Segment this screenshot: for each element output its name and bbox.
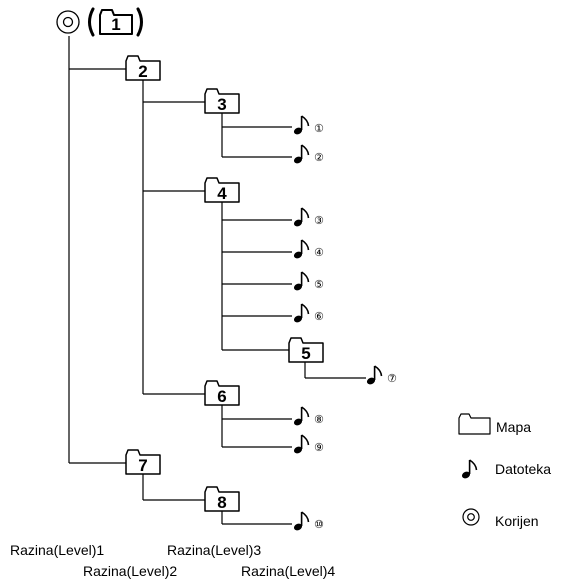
folder-number: 2 [138, 62, 147, 81]
level-4-label: Razina(Level)4 [241, 563, 336, 579]
file-number: ⑤ [314, 278, 324, 291]
legend-root-disc-icon [462, 508, 480, 526]
folder-7: 7 [125, 449, 161, 475]
root-folder: 1 [88, 7, 143, 37]
file-1: ① [292, 115, 324, 137]
file-number: ① [314, 122, 324, 135]
file-number: ④ [314, 246, 324, 259]
level-2-label: Razina(Level)2 [83, 563, 178, 579]
folder-number: 7 [138, 456, 147, 475]
file-number: ⑥ [314, 310, 324, 323]
music-note-icon [292, 303, 310, 325]
file-6: ⑥ [292, 303, 324, 325]
file-9: ⑨ [292, 434, 324, 456]
music-note-icon [292, 239, 310, 261]
music-note-icon [365, 365, 383, 387]
folder-number: 5 [301, 344, 310, 363]
music-note-icon [292, 144, 310, 166]
music-note-icon [292, 115, 310, 137]
folder-5: 5 [288, 337, 324, 363]
music-note-icon [292, 406, 310, 428]
legend-folder-icon [458, 413, 491, 435]
file-2: ② [292, 144, 324, 166]
file-number: ⑩ [314, 518, 324, 531]
folder-icon [99, 9, 133, 35]
file-8: ⑧ [292, 406, 324, 428]
file-number: ⑨ [314, 441, 324, 454]
music-note-icon [292, 207, 310, 229]
folder-4: 4 [204, 177, 240, 203]
file-5: ⑤ [292, 271, 324, 293]
file-number: ⑦ [387, 372, 397, 385]
level-1-label: Razina(Level)1 [10, 542, 105, 558]
root-folder-number: 1 [111, 15, 120, 34]
music-note-icon [292, 271, 310, 293]
folder-number: 8 [217, 493, 226, 512]
file-number: ② [314, 151, 324, 164]
file-10: ⑩ [292, 511, 324, 533]
legend-folder-label: Mapa [496, 419, 532, 435]
folder-3: 3 [204, 88, 240, 114]
file-4: ④ [292, 239, 324, 261]
tree-lines [68, 36, 366, 525]
folder-2: 2 [125, 55, 161, 81]
file-number: ⑧ [314, 413, 324, 426]
folder-number: 4 [217, 184, 227, 203]
file-number: ③ [314, 214, 324, 227]
music-note-icon [292, 434, 310, 456]
folder-8: 8 [204, 486, 240, 512]
file-7: ⑦ [365, 365, 397, 387]
file-3: ③ [292, 207, 324, 229]
folder-number: 6 [217, 387, 226, 406]
legend-music-note-icon [460, 459, 478, 481]
legend-file-label: Datoteka [495, 461, 552, 477]
music-note-icon [292, 511, 310, 533]
root-disc-icon [56, 10, 80, 34]
level-3-label: Razina(Level)3 [167, 542, 262, 558]
legend-root-label: Korijen [495, 513, 539, 529]
folder-6: 6 [204, 380, 240, 406]
folder-number: 3 [217, 95, 226, 114]
